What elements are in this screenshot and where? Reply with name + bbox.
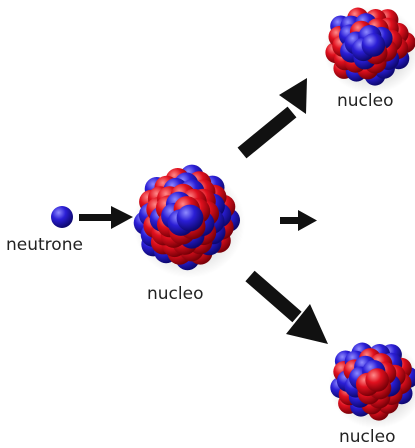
neutron-sphere xyxy=(176,204,204,232)
nucleus-center-label: nucleo xyxy=(147,284,203,304)
neutron-sphere xyxy=(361,33,386,57)
lower-arrow-icon xyxy=(245,270,328,344)
nucleus-center-icon xyxy=(133,164,245,278)
middle-arrow-icon xyxy=(280,210,317,231)
neutron-particle-icon xyxy=(51,206,73,228)
incoming-arrow-icon xyxy=(79,206,133,229)
proton-sphere xyxy=(365,368,390,392)
nucleus-top-label: nucleo xyxy=(337,91,393,111)
nucleus-bottom-icon xyxy=(328,341,415,429)
upper-arrow-icon xyxy=(237,78,307,159)
neutron-label: neutrone xyxy=(6,235,83,255)
nucleus-top-icon xyxy=(323,6,415,94)
nucleus-bottom-label: nucleo xyxy=(339,427,395,447)
